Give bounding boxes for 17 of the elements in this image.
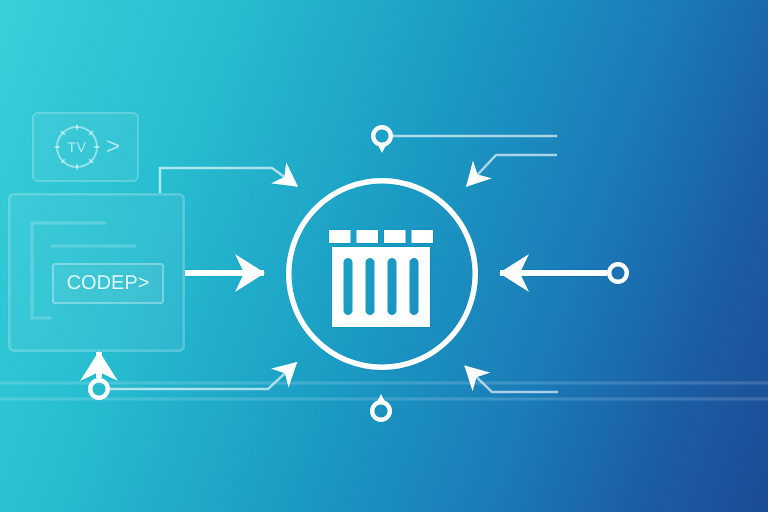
arrow [466,154,557,188]
code-panel [8,193,185,352]
code-label: CODEP> [52,263,164,304]
hub-circle [286,178,478,370]
dial-label: TV [53,123,101,171]
arrow [110,362,298,390]
ring-terminal [88,378,110,400]
connector-line [393,134,557,138]
pin-terminal [371,125,393,153]
chevron-text: > [106,135,120,159]
ring-terminal [607,262,629,284]
arrow [499,254,607,292]
arrow [185,254,265,292]
arrow [464,365,558,394]
arrow [158,162,298,193]
dial-panel [32,112,139,182]
arrow [80,351,118,381]
